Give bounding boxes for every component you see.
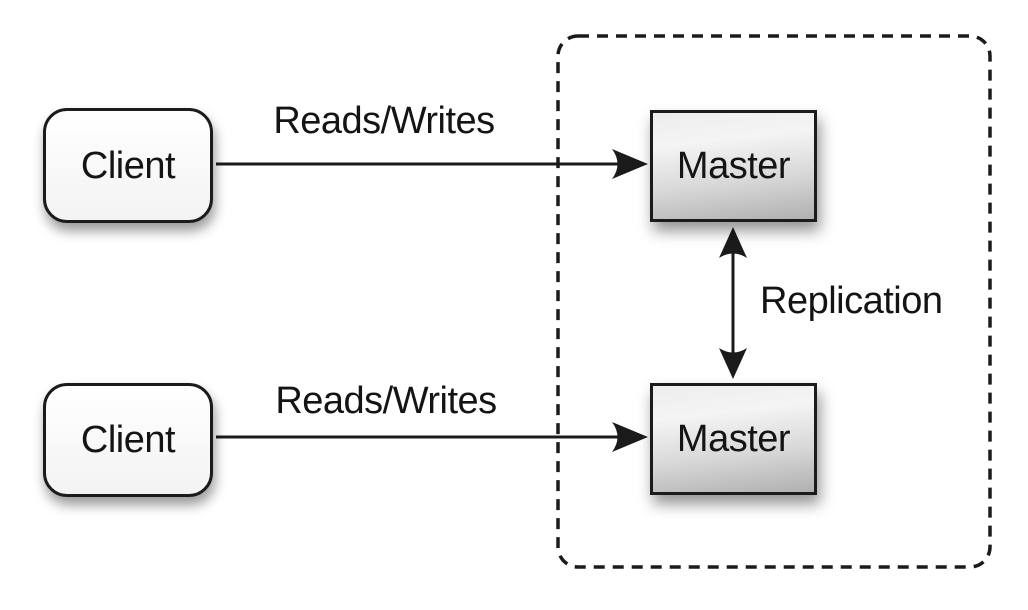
node-master-bottom: Master <box>650 383 817 495</box>
reads-writes-top-label: Reads/Writes <box>273 100 495 142</box>
node-master-top-label: Master <box>676 145 791 187</box>
node-client-top-label: Client <box>80 144 176 187</box>
node-master-top: Master <box>650 110 817 222</box>
arrowhead-up-icon <box>719 227 747 258</box>
arrowhead-right-icon <box>612 149 648 179</box>
reads-writes-bottom-arrow <box>216 422 648 452</box>
masters-group-dashed-boundary <box>556 34 992 569</box>
reads-writes-top-arrow <box>216 149 648 179</box>
reads-writes-bottom-label: Reads/Writes <box>275 380 497 422</box>
node-client-bottom: Client <box>43 383 213 497</box>
replication-double-arrow <box>719 227 747 379</box>
arrowhead-down-icon <box>719 348 747 379</box>
node-master-bottom-label: Master <box>676 418 791 460</box>
node-client-top: Client <box>43 108 213 223</box>
node-client-bottom-label: Client <box>80 419 176 461</box>
arrowhead-right-icon <box>612 422 648 452</box>
replication-label: Replication <box>760 280 943 322</box>
